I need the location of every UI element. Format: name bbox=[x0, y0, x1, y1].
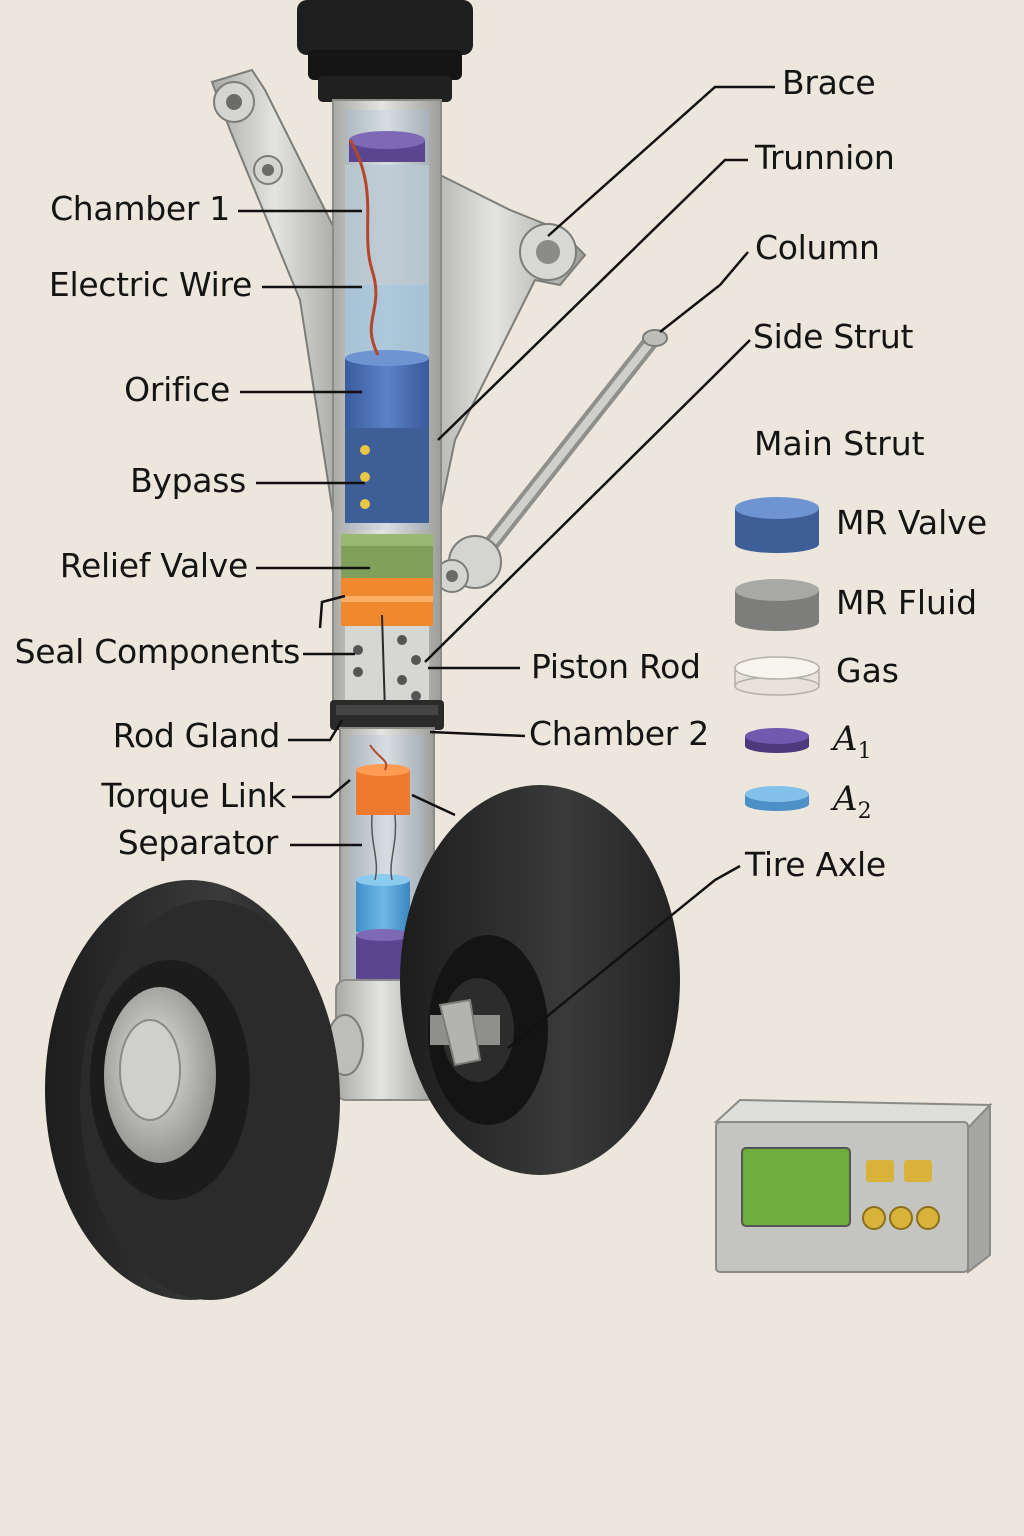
label-torque-link: Torque Link bbox=[101, 776, 286, 815]
legend-swatches bbox=[734, 497, 820, 811]
legend-title: Main Strut bbox=[754, 424, 925, 463]
label-tire-axle: Tire Axle bbox=[745, 845, 886, 884]
legend-label-mr-fluid: MR Fluid bbox=[836, 583, 978, 622]
label-brace: Brace bbox=[782, 63, 876, 102]
label-relief-valve: Relief Valve bbox=[59, 546, 248, 585]
legend-swatch-mr-fluid bbox=[735, 579, 819, 631]
legend-swatch-a2 bbox=[745, 786, 809, 811]
label-separator: Separator bbox=[117, 823, 279, 862]
label-chamber-1: Chamber 1 bbox=[50, 189, 230, 228]
left-tire bbox=[45, 880, 340, 1300]
controller-box bbox=[713, 1098, 993, 1275]
right-tire bbox=[400, 785, 680, 1175]
label-electric-wire: Electric Wire bbox=[48, 265, 252, 304]
label-rod-gland: Rod Gland bbox=[112, 716, 281, 755]
label-chamber-2: Chamber 2 bbox=[529, 714, 709, 753]
brace-arm bbox=[210, 68, 354, 521]
legend-label-gas: Gas bbox=[836, 651, 899, 690]
legend-swatch-a1 bbox=[745, 728, 809, 753]
legend-label-mr-valve: MR Valve bbox=[836, 503, 988, 542]
main-cylinder bbox=[332, 99, 442, 713]
label-side-strut: Side Strut bbox=[753, 317, 914, 356]
label-orifice: Orifice bbox=[124, 370, 230, 409]
upper-attachment bbox=[297, 0, 473, 102]
label-column: Column bbox=[755, 228, 880, 267]
legend-label-a2: A2 bbox=[833, 779, 872, 824]
trunnion-arm bbox=[419, 163, 587, 561]
label-piston-rod: Piston Rod bbox=[531, 647, 701, 686]
legend-swatch-mr-valve bbox=[735, 497, 819, 553]
label-bypass: Bypass bbox=[130, 461, 246, 500]
side-strut-rod bbox=[435, 329, 668, 593]
label-trunnion: Trunnion bbox=[755, 138, 895, 177]
rod-gland-ring bbox=[330, 700, 444, 730]
label-seal-components: Seal Components bbox=[14, 632, 301, 671]
legend-label-a1: A1 bbox=[833, 719, 872, 764]
legend-swatch-gas bbox=[734, 656, 820, 696]
leader-lines bbox=[238, 85, 775, 1049]
